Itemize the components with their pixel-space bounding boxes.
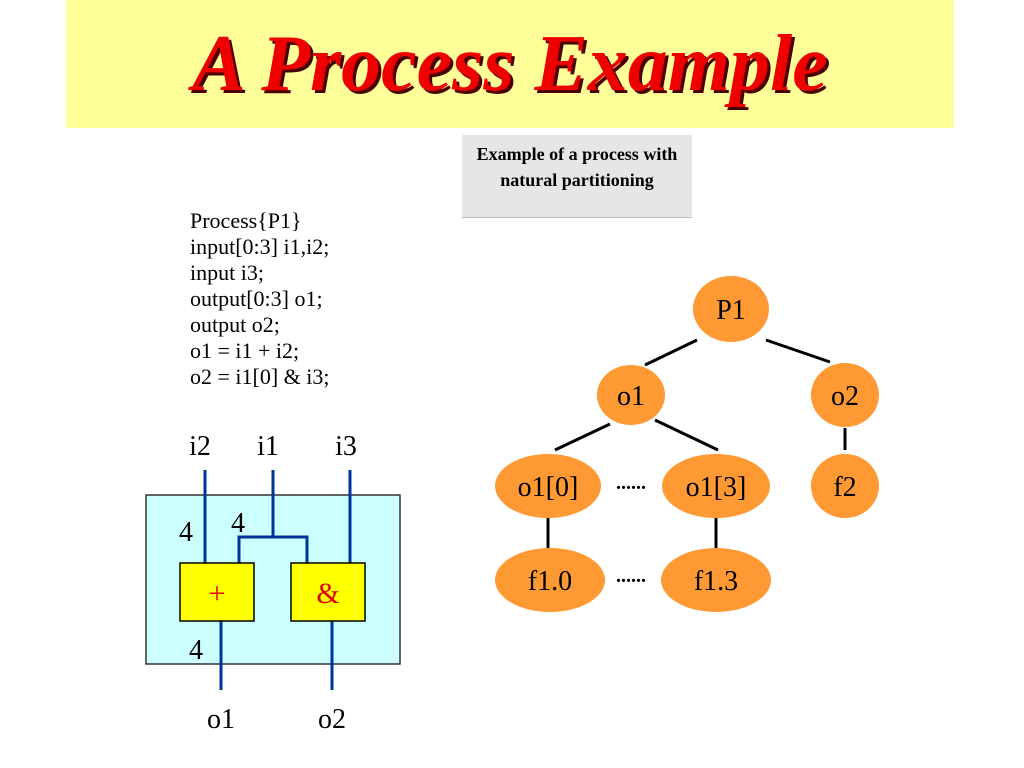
tree-node-o1-0 <box>495 454 601 518</box>
width-label-i2: 4 <box>179 517 193 548</box>
input-label-i1: i1 <box>257 431 279 462</box>
circuit-diagram: + & i2 i1 i3 4 4 4 o1 o2 <box>145 431 401 735</box>
tree-node-label: P1 <box>716 295 746 326</box>
add-operator: + <box>209 577 226 610</box>
ellipsis-row-functions: ...... <box>616 565 646 587</box>
note-text: Example of a process with natural partit… <box>476 144 678 190</box>
tree-node-label: f1.3 <box>694 566 738 597</box>
output-label-o1: o1 <box>207 704 235 735</box>
tree-edge <box>765 338 831 364</box>
tree-node-f1-0 <box>495 548 605 612</box>
tree-node-label: o1[3] <box>686 472 747 503</box>
tree-node-o2 <box>811 363 879 427</box>
tree-node-label: o1 <box>617 381 645 412</box>
tree-node-label: o1[0] <box>518 472 579 503</box>
tree-node-label: f2 <box>833 472 856 503</box>
tree-node-f1-3 <box>661 548 771 612</box>
partition-tree: P1 o1 o2 o1[0] o1[3] f2 f1.0 f1.3 ......… <box>495 276 879 612</box>
code-line: input i3; <box>190 260 264 285</box>
ellipsis-row-bits: ...... <box>616 472 646 494</box>
code-line: Process{P1} <box>190 208 302 233</box>
width-label-i1: 4 <box>231 508 245 539</box>
process-code: Process{P1} input[0:3] i1,i2; input i3; … <box>190 208 330 390</box>
code-line: output o2; <box>190 312 280 337</box>
note-box: Example of a process with natural partit… <box>462 135 692 218</box>
tree-node-label: o2 <box>831 381 859 412</box>
code-line: output[0:3] o1; <box>190 286 323 311</box>
tree-edge <box>554 422 611 452</box>
title-band: A Process Example <box>66 0 954 128</box>
slide-title: A Process Example <box>192 20 828 108</box>
code-line: o1 = i1 + i2; <box>190 338 300 363</box>
output-label-o2: o2 <box>318 704 346 735</box>
wire-i1-split <box>237 535 309 563</box>
add-block <box>179 562 255 622</box>
tree-edge <box>644 338 698 367</box>
code-line: o2 = i1[0] & i3; <box>190 364 330 389</box>
input-label-i2: i2 <box>189 431 211 462</box>
tree-node-label: f1.0 <box>528 566 572 597</box>
input-label-i3: i3 <box>335 431 357 462</box>
tree-edge <box>654 418 719 452</box>
and-operator: & <box>316 577 339 610</box>
tree-node-o1 <box>597 365 665 425</box>
code-line: input[0:3] i1,i2; <box>190 234 330 259</box>
tree-node-p1 <box>693 276 769 342</box>
width-label-o1: 4 <box>189 635 203 666</box>
and-block <box>290 562 366 622</box>
tree-node-f2 <box>811 454 879 518</box>
tree-node-o1-3 <box>662 454 770 518</box>
